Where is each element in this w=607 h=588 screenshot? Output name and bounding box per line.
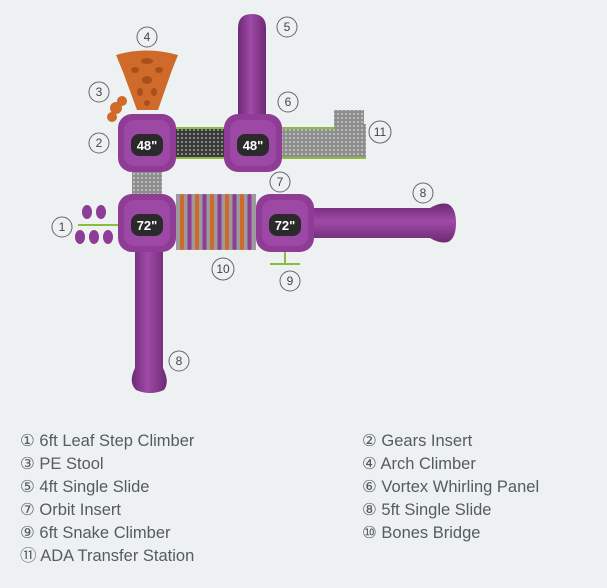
legend-text: 4ft Single Slide	[39, 478, 150, 496]
callout-number: 6	[285, 95, 292, 109]
legend-item: ⑦ Orbit Insert	[20, 499, 362, 521]
legend-item: ④ Arch Climber	[362, 453, 590, 475]
legend-text: ADA Transfer Station	[40, 547, 195, 565]
bridge-bone	[195, 194, 199, 250]
callout-number: 10	[216, 262, 230, 276]
legend-marker: ④	[362, 455, 377, 473]
bridge-bone	[232, 194, 237, 250]
legend-marker: ⑨	[20, 524, 35, 542]
deck-72-right: 72"	[256, 194, 314, 252]
legend-marker: ⑧	[362, 501, 377, 519]
callout-number: 7	[277, 175, 284, 189]
legend-text: 6ft Snake Climber	[39, 524, 171, 542]
deck-48-left: 48"	[118, 114, 176, 172]
pe-stools	[107, 96, 127, 122]
legend-item: ⑩ Bones Bridge	[362, 522, 590, 544]
bridge-bone	[202, 194, 207, 250]
legend-text: PE Stool	[39, 455, 104, 473]
legend-text: Bones Bridge	[381, 524, 481, 542]
deck-label: 48"	[243, 138, 264, 153]
bridge-bone	[217, 194, 222, 250]
deck-label: 72"	[137, 218, 158, 233]
legend-text: Gears Insert	[381, 432, 473, 450]
callout-2: 2	[88, 132, 110, 154]
callout-6: 6	[277, 91, 299, 113]
playground-plan-diagram: 48" 48" 72" 72" 1 2 3 4 5	[51, 14, 456, 393]
mesh-bridge-top	[176, 127, 226, 159]
leaf-step-climber	[75, 205, 118, 244]
legend-item: ⑨ 6ft Snake Climber	[20, 522, 362, 544]
legend-item: ⑤ 4ft Single Slide	[20, 476, 362, 498]
slide-5ft-bottom	[131, 250, 167, 393]
callout-5: 5	[276, 16, 298, 38]
callout-number: 2	[96, 136, 103, 150]
callout-8-bottom: 8	[168, 350, 190, 372]
bridge-bone	[187, 194, 192, 250]
deck-72-left: 72"	[118, 194, 176, 252]
callout-8-right: 8	[412, 182, 434, 204]
legend-text: Arch Climber	[380, 455, 476, 473]
legend-item: ⑧ 5ft Single Slide	[362, 499, 590, 521]
mesh-link-vertical	[132, 170, 162, 196]
bridge-bone	[180, 194, 184, 250]
ada-transfer-station	[282, 110, 366, 159]
arch-climber	[116, 50, 178, 110]
deck-48-right: 48"	[224, 114, 282, 172]
legend-marker: ③	[20, 455, 35, 473]
callout-10: 10	[211, 257, 235, 281]
slide-5ft-right	[312, 203, 456, 243]
callout-number: 5	[284, 20, 291, 34]
legend-marker: ⑤	[20, 478, 35, 496]
legend-text: 5ft Single Slide	[381, 501, 492, 519]
legend-marker: ⑪	[20, 547, 37, 565]
bridge-bone	[240, 194, 244, 250]
legend-item: ③ PE Stool	[20, 453, 362, 475]
callout-number: 3	[96, 85, 103, 99]
deck-label: 72"	[275, 218, 296, 233]
legend-text: Vortex Whirling Panel	[381, 478, 540, 496]
callout-1: 1	[51, 216, 73, 238]
legend-marker: ⑩	[362, 524, 377, 542]
slide-4ft-top	[238, 14, 266, 115]
bridge-bone	[247, 194, 252, 250]
callout-7: 7	[269, 171, 291, 193]
legend-item: ① 6ft Leaf Step Climber	[20, 430, 362, 452]
callout-11: 11	[368, 120, 392, 144]
deck-label: 48"	[137, 138, 158, 153]
callout-3: 3	[88, 81, 110, 103]
component-legend: ① 6ft Leaf Step Climber ② Gears Insert ③…	[20, 430, 590, 567]
legend-text: 6ft Leaf Step Climber	[39, 432, 195, 450]
callout-4: 4	[136, 26, 158, 48]
legend-item: ② Gears Insert	[362, 430, 590, 452]
legend-text: Orbit Insert	[39, 501, 121, 519]
bridge-bone	[225, 194, 229, 250]
callout-number: 4	[144, 30, 151, 44]
callout-number: 11	[374, 125, 387, 139]
legend-marker: ⑥	[362, 478, 377, 496]
legend-item: ⑥ Vortex Whirling Panel	[362, 476, 590, 498]
callout-number: 1	[59, 220, 66, 234]
callout-number: 8	[420, 186, 427, 200]
callout-9: 9	[279, 270, 301, 292]
legend-marker: ②	[362, 432, 377, 450]
callout-number: 8	[176, 354, 183, 368]
legend-marker: ⑦	[20, 501, 35, 519]
bones-bridge	[176, 194, 256, 250]
legend-marker: ①	[20, 432, 35, 450]
snake-climber-marker	[270, 252, 300, 265]
callout-number: 9	[287, 274, 294, 288]
bridge-bone	[210, 194, 214, 250]
legend-item: ⑪ ADA Transfer Station	[20, 545, 362, 567]
